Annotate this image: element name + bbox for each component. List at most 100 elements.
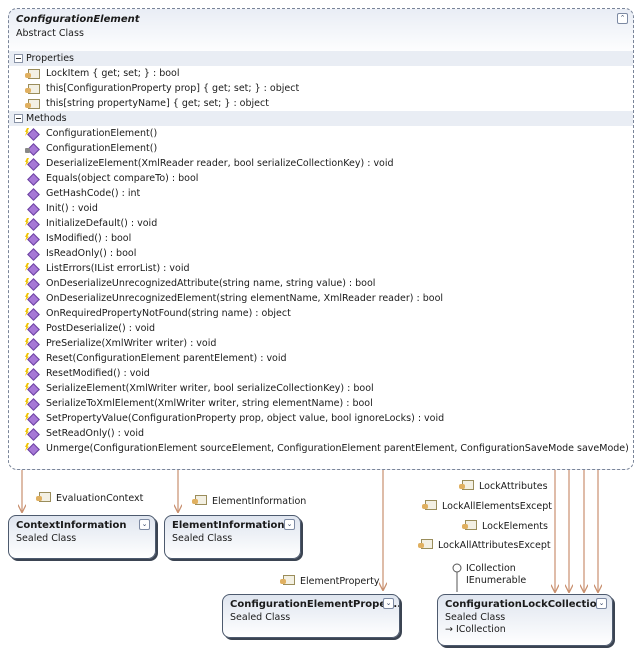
property-icon [459,480,474,490]
method-signature: DeserializeElement(XmlReader reader, boo… [46,158,394,169]
association-label-evaluation-context[interactable]: EvaluationContext [36,492,143,504]
method-row[interactable]: Equals(object compareTo) : bool [9,171,633,186]
method-row[interactable]: ListErrors(IList errorList) : void [9,261,633,276]
interface-label-icollection: ICollection [466,563,516,574]
class-stereotype: Sealed Class [16,533,77,544]
method-signature: SerializeToXmlElement(XmlWriter writer, … [46,398,373,409]
expand-button[interactable]: ⌄ [284,519,295,530]
method-icon [27,173,40,186]
association-label-lock-all-attributes-except[interactable]: LockAllAttributesExcept [418,539,551,551]
property-icon [462,520,477,530]
method-row[interactable]: IsReadOnly() : bool [9,246,633,261]
method-row[interactable]: ConfigurationElement() [9,141,633,156]
method-row[interactable]: Unmerge(ConfigurationElement sourceEleme… [9,441,633,456]
expand-button[interactable]: ⌄ [383,598,394,609]
method-signature: PostDeserialize() : void [46,323,156,334]
method-row[interactable]: GetHashCode() : int [9,186,633,201]
class-title: ElementInformation [172,520,285,531]
class-title: ConfigurationElementProper... [230,599,400,610]
property-row[interactable]: this[ConfigurationProperty prop] { get; … [9,81,633,96]
method-private-icon [25,143,40,156]
method-protected-icon [25,353,40,366]
property-icon [192,495,207,505]
method-row[interactable]: DeserializeElement(XmlReader reader, boo… [9,156,633,171]
properties-label: Properties [26,53,75,64]
property-icon [418,539,433,549]
expand-button[interactable]: ⌄ [139,519,150,530]
association-label-element-property[interactable]: ElementProperty [280,575,380,587]
method-protected-icon [25,158,40,171]
method-protected-icon [25,413,40,426]
implemented-interface: → ICollection [445,624,506,635]
configuration-lock-collection-class[interactable]: ConfigurationLockCollection Sealed Class… [437,594,613,646]
property-icon [422,500,437,510]
method-signature: Equals(object compareTo) : bool [46,173,199,184]
association-label-element-information[interactable]: ElementInformation [192,495,306,507]
method-signature: SetPropertyValue(ConfigurationProperty p… [46,413,445,424]
method-row[interactable]: SerializeElement(XmlWriter writer, bool … [9,381,633,396]
method-icon [27,188,40,201]
method-row[interactable]: OnDeserializeUnrecognizedElement(string … [9,291,633,306]
method-signature: PreSerialize(XmlWriter writer) : void [46,338,217,349]
method-protected-icon [25,443,40,456]
class-title: ContextInformation [16,520,127,531]
class-stereotype: Sealed Class [172,533,233,544]
collapse-section-icon[interactable] [14,114,23,123]
association-label-lock-elements[interactable]: LockElements [462,520,548,532]
methods-section-header[interactable]: Methods [9,111,633,126]
method-signature: OnDeserializeUnrecognizedElement(string … [46,293,444,304]
method-row[interactable]: Reset(ConfigurationElement parentElement… [9,351,633,366]
method-protected-icon [25,128,40,141]
association-label-lock-attributes[interactable]: LockAttributes [459,480,548,492]
properties-list: LockItem { get; set; } : bool this[Config… [9,66,633,111]
method-row[interactable]: Init() : void [9,201,633,216]
configuration-element-class[interactable]: ConfigurationElement Abstract Class ⌃ Pr… [8,8,634,470]
property-icon [36,492,51,502]
class-title: ConfigurationElement [16,14,140,25]
method-signature: ConfigurationElement() [46,128,158,139]
method-signature: OnRequiredPropertyNotFound(string name) … [46,308,291,319]
class-title: ConfigurationLockCollection [445,599,604,610]
method-signature: GetHashCode() : int [46,188,141,199]
method-protected-icon [25,308,40,321]
method-protected-icon [25,293,40,306]
method-row[interactable]: SerializeToXmlElement(XmlWriter writer, … [9,396,633,411]
method-row[interactable]: IsModified() : bool [9,231,633,246]
method-row[interactable]: OnRequiredPropertyNotFound(string name) … [9,306,633,321]
collapse-button[interactable]: ⌃ [617,13,628,24]
method-row[interactable]: InitializeDefault() : void [9,216,633,231]
method-signature: Unmerge(ConfigurationElement sourceEleme… [46,443,634,454]
property-row[interactable]: LockItem { get; set; } : bool [9,66,633,81]
method-protected-icon [25,233,40,246]
method-protected-icon [25,263,40,276]
method-protected-icon [25,368,40,381]
method-signature: InitializeDefault() : void [46,218,158,229]
method-row[interactable]: PostDeserialize() : void [9,321,633,336]
property-icon [25,99,40,109]
method-row[interactable]: OnDeserializeUnrecognizedAttribute(strin… [9,276,633,291]
method-signature: Reset(ConfigurationElement parentElement… [46,353,287,364]
properties-section-header[interactable]: Properties [9,51,633,66]
method-icon [27,203,40,216]
method-row[interactable]: ResetModified() : void [9,366,633,381]
method-protected-icon [25,338,40,351]
property-signature: LockItem { get; set; } : bool [46,68,180,79]
expand-button[interactable]: ⌄ [596,598,607,609]
method-signature: IsReadOnly() : bool [46,248,137,259]
association-label-lock-all-elements-except[interactable]: LockAllElementsExcept [422,500,552,512]
methods-list: ConfigurationElement() ConfigurationEleme… [9,126,633,456]
element-information-class[interactable]: ElementInformation Sealed Class ⌄ [164,515,301,559]
method-protected-icon [25,278,40,291]
configuration-element-property-class[interactable]: ConfigurationElementProper... Sealed Cla… [222,594,400,638]
method-row[interactable]: ConfigurationElement() [9,126,633,141]
property-row[interactable]: this[string propertyName] { get; set; } … [9,96,633,111]
collapse-section-icon[interactable] [14,54,23,63]
method-row[interactable]: PreSerialize(XmlWriter writer) : void [9,336,633,351]
method-signature: IsModified() : bool [46,233,132,244]
method-signature: ListErrors(IList errorList) : void [46,263,190,274]
method-row[interactable]: SetPropertyValue(ConfigurationProperty p… [9,411,633,426]
class-stereotype: Sealed Class [230,612,291,623]
method-row[interactable]: SetReadOnly() : void [9,426,633,441]
interface-label-ienumerable: IEnumerable [466,575,527,586]
context-information-class[interactable]: ContextInformation Sealed Class ⌄ [8,515,156,559]
